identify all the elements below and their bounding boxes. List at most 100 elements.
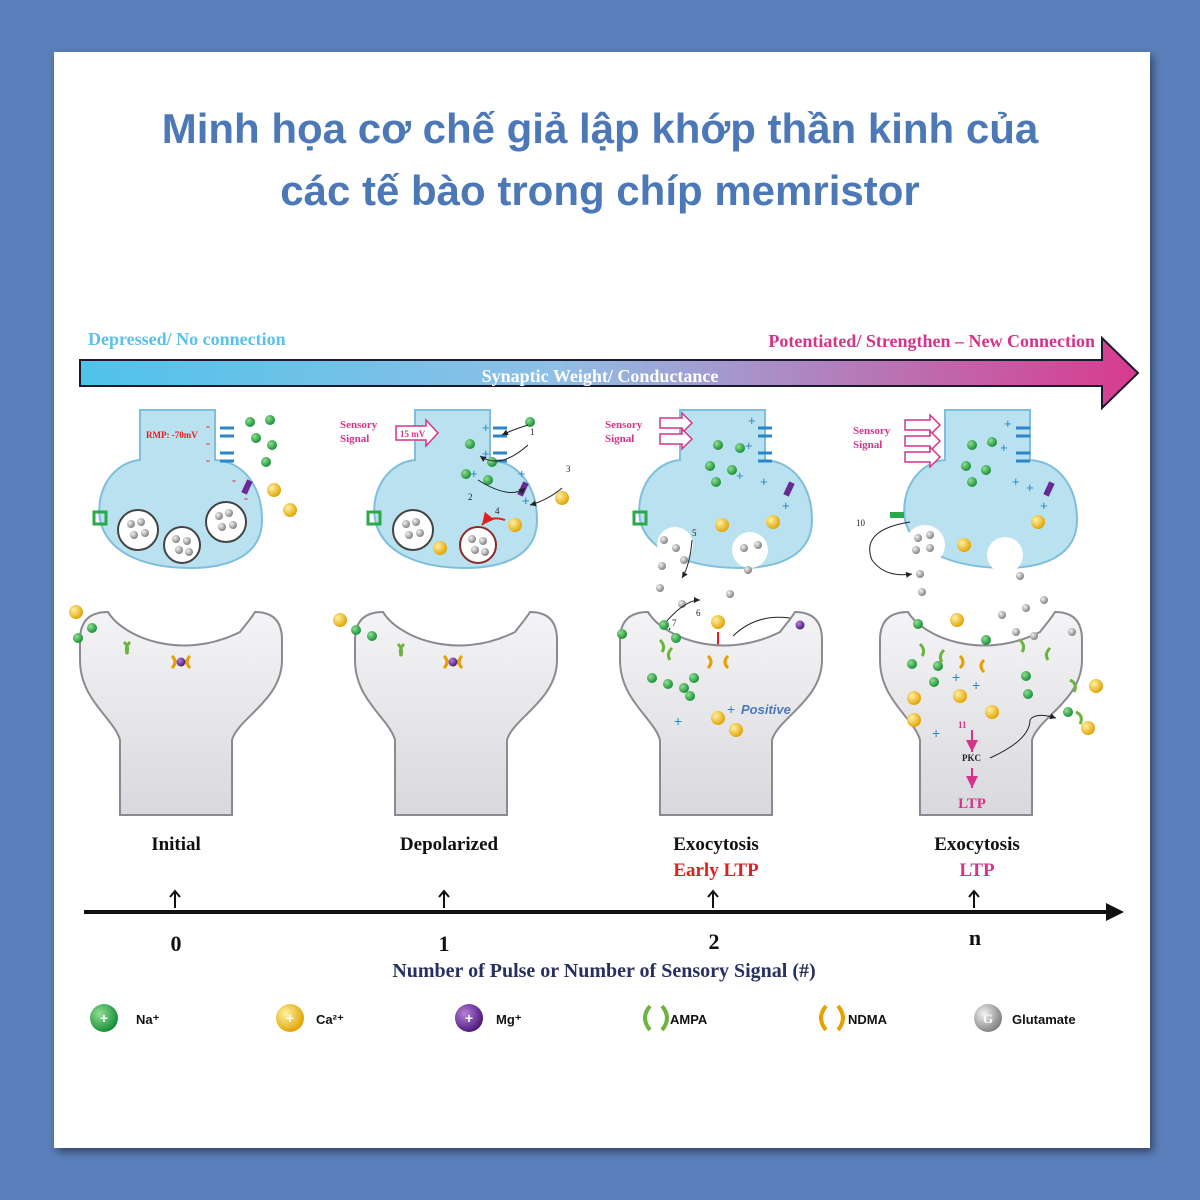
legend-item-ndma: NDMA (819, 1004, 888, 1032)
postsynaptic-spine (879, 610, 1083, 816)
na-channel (92, 510, 108, 526)
svg-text:Na⁺: Na⁺ (136, 1012, 160, 1027)
calcium-ion-icon (276, 1004, 304, 1032)
svg-text:5: 5 (692, 528, 697, 538)
synaptic-weight-label: Synaptic Weight/ Conductance (482, 366, 719, 386)
stage-label-depolarized: Depolarized (400, 834, 499, 855)
svg-text:Signal: Signal (853, 439, 882, 451)
svg-text:Signal: Signal (605, 433, 634, 445)
svg-text:-: - (206, 419, 210, 433)
svg-text:Ca²⁺: Ca²⁺ (316, 1012, 344, 1027)
svg-text:+: + (760, 474, 768, 489)
svg-text:Sensory: Sensory (605, 419, 643, 431)
svg-text:15 mV: 15 mV (400, 429, 426, 439)
glutamate-icon (974, 1004, 1002, 1032)
pkc-label: PKC (962, 753, 981, 763)
svg-text:+: + (932, 725, 940, 741)
postsynaptic-spine (79, 610, 283, 816)
svg-text:AMPA: AMPA (670, 1012, 708, 1027)
svg-text:+: + (518, 466, 526, 481)
svg-text:+: + (1004, 416, 1012, 431)
svg-text:+: + (470, 466, 478, 481)
legend: + Na⁺ + Ca²⁺ + Mg⁺ AMPA NDMA G Glutamate (90, 1004, 1076, 1032)
svg-text:2: 2 (468, 492, 473, 502)
svg-text:+: + (745, 438, 753, 453)
svg-text:1: 1 (530, 427, 535, 437)
synaptic-weight-bar: Depressed/ No connection Potentiated/ St… (79, 329, 1140, 411)
svg-text:+: + (522, 493, 530, 508)
svg-text:11: 11 (958, 720, 967, 730)
stage-label-exocytosis-2: Exocytosis (934, 834, 1020, 855)
tick-0: 0 (171, 931, 182, 956)
svg-text:+: + (748, 413, 756, 428)
svg-text:+: + (727, 701, 735, 717)
svg-text:NDMA: NDMA (848, 1012, 888, 1027)
page-title: Minh họa cơ chế giả lập khớp thần kinh c… (0, 98, 1200, 222)
content-card (54, 52, 1150, 1148)
svg-text:Glutamate: Glutamate (1012, 1012, 1076, 1027)
rmp-label: RMP: -70mV (146, 430, 198, 440)
svg-text:7: 7 (672, 618, 677, 628)
magnesium-ion-icon (455, 1004, 483, 1032)
panel-ltp: Sensory Signal +++++ 10 +++ 11 PKC L (853, 409, 1103, 816)
stage-label-initial: Initial (151, 834, 201, 855)
legend-item-mg: + Mg⁺ (455, 1004, 522, 1032)
svg-text:+: + (972, 677, 980, 693)
tick-2: 2 (709, 929, 720, 954)
title-line-2: các tế bào trong chíp memristor (280, 167, 920, 214)
ndma-receptor-icon (819, 1004, 845, 1032)
svg-text:+: + (482, 446, 490, 461)
svg-text:Sensory: Sensory (853, 425, 891, 437)
svg-text:-: - (244, 491, 248, 505)
stage-sublabel-ltp: LTP (959, 860, 995, 881)
svg-text:+: + (1026, 480, 1034, 495)
svg-text:Mg⁺: Mg⁺ (496, 1012, 522, 1027)
gradient-arrow (79, 335, 1140, 411)
svg-text:+: + (465, 1010, 473, 1026)
panel-depolarized: Sensory Signal 15 mV + + + + + 1 2 3 4 (333, 409, 571, 816)
panel-early-ltp: Sensory Signal +++++ 5 6 7 8 8 9 (605, 409, 823, 816)
sensory-signal-label: Sensory (340, 419, 378, 431)
legend-item-na: + Na⁺ (90, 1004, 160, 1032)
panel-initial: RMP: -70mV ----- (69, 409, 297, 816)
ampa-receptor-icon (643, 1004, 669, 1032)
legend-item-ca: + Ca²⁺ (276, 1004, 344, 1032)
svg-text:+: + (286, 1010, 294, 1026)
tick-n: n (969, 925, 981, 950)
pulse-axis: 0 1 2 n Number of Pulse or Number of Sen… (84, 889, 1124, 982)
stage-sublabel-early-ltp: Early LTP (673, 860, 759, 881)
svg-text:3: 3 (566, 464, 571, 474)
legend-item-ampa: AMPA (643, 1004, 708, 1032)
svg-text:+: + (952, 669, 960, 685)
depressed-label: Depressed/ No connection (88, 329, 286, 349)
svg-text:-: - (232, 473, 236, 487)
axis-label: Number of Pulse or Number of Sensory Sig… (392, 960, 815, 982)
svg-text:+: + (482, 420, 490, 435)
svg-text:+: + (1000, 440, 1008, 455)
sodium-ion-icon (90, 1004, 118, 1032)
svg-text:G: G (983, 1011, 993, 1026)
signal-arrow (395, 418, 440, 448)
positive-label: Positive (741, 702, 791, 717)
potentiated-label: Potentiated/ Strengthen – New Connection (768, 331, 1095, 351)
title-line-1: Minh họa cơ chế giả lập khớp thần kinh c… (161, 105, 1039, 152)
svg-text:-: - (206, 436, 210, 450)
svg-text:4: 4 (495, 506, 500, 516)
tick-1: 1 (439, 931, 450, 956)
svg-text:10: 10 (856, 518, 866, 528)
svg-text:+: + (1012, 474, 1020, 489)
ltp-inner-label: LTP (958, 796, 986, 812)
svg-text:+: + (782, 498, 790, 513)
svg-text:Signal: Signal (340, 433, 369, 445)
postsynaptic-spine (354, 610, 558, 816)
svg-text:+: + (1040, 498, 1048, 513)
stage-label-exocytosis-1: Exocytosis (673, 834, 759, 855)
svg-text:6: 6 (696, 608, 701, 618)
svg-text:-: - (206, 453, 210, 467)
svg-text:+: + (674, 713, 682, 729)
svg-text:+: + (736, 468, 744, 483)
synaptic-vesicles (117, 501, 247, 564)
svg-text:+: + (100, 1010, 108, 1026)
legend-item-glutamate: G Glutamate (974, 1004, 1076, 1032)
